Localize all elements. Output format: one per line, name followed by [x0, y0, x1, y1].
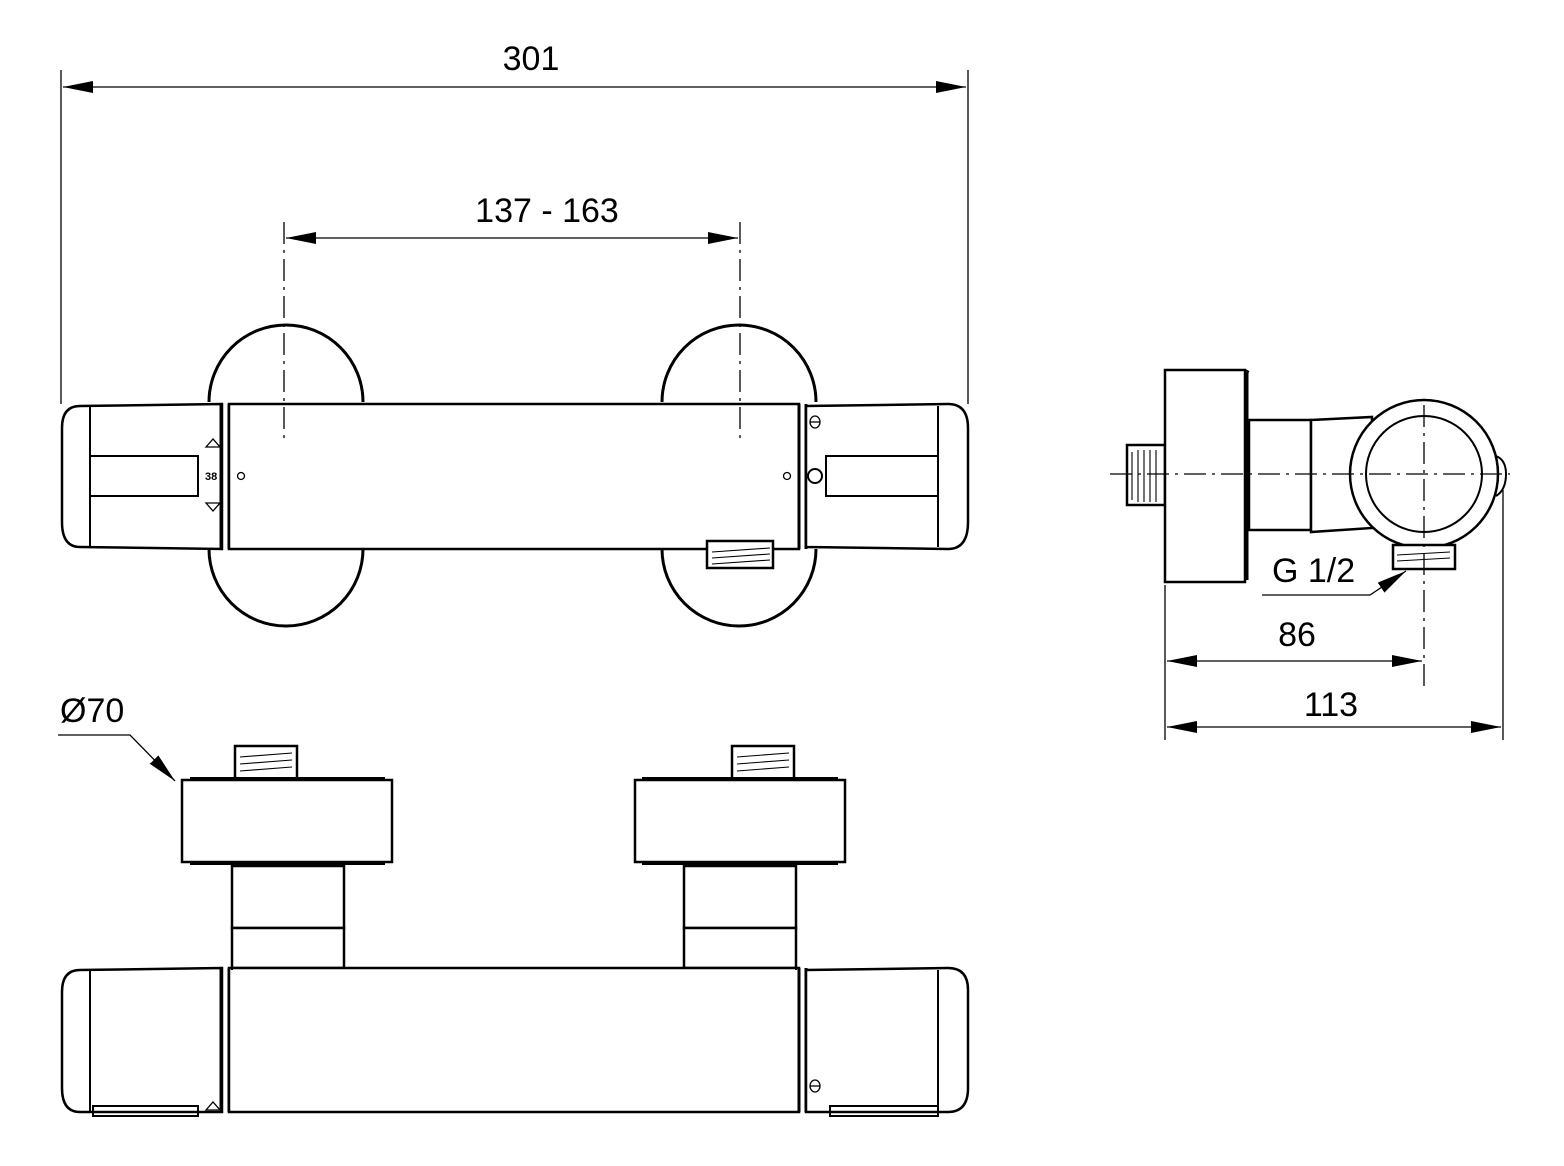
top-view	[60, 744, 970, 1117]
diameter-annotation: Ø70	[58, 692, 176, 782]
dimension-overall-depth: 113	[1167, 490, 1504, 740]
dimension-depth-outlet: 86	[1164, 585, 1422, 740]
right-escutcheon-disc	[660, 323, 818, 628]
overall-width-label: 301	[503, 40, 560, 78]
right-flow-handle	[797, 402, 970, 551]
up-arrow-icon	[204, 438, 222, 448]
left-escutcheon-disc	[207, 323, 365, 628]
outlet-thread-label: G 1/2	[1272, 552, 1355, 590]
inlet-spacing-label: 137 - 163	[475, 192, 619, 230]
mixer-body	[227, 402, 801, 551]
bottom-outlet-thread	[705, 539, 775, 570]
depth-outlet-label: 86	[1278, 616, 1316, 654]
dimension-inlet-spacing: 137 - 163	[286, 192, 738, 244]
thread-annotation: G 1/2	[1262, 552, 1407, 596]
dimension-overall-width: 301	[60, 40, 969, 404]
overall-depth-label: 113	[1304, 686, 1358, 724]
escutcheon-side	[1163, 368, 1250, 584]
temperature-mark: 38	[205, 471, 217, 483]
right-inlet-assembly	[633, 744, 847, 970]
escutcheon-diameter-label: Ø70	[60, 692, 124, 730]
down-arrow-icon	[204, 502, 222, 512]
left-inlet-assembly	[180, 744, 394, 970]
left-temperature-handle: 38	[60, 402, 231, 551]
mixer-body-top	[227, 966, 801, 1114]
wall-inlet-thread	[1125, 443, 1167, 507]
side-view	[1110, 368, 1510, 690]
front-view: 38	[60, 222, 970, 628]
